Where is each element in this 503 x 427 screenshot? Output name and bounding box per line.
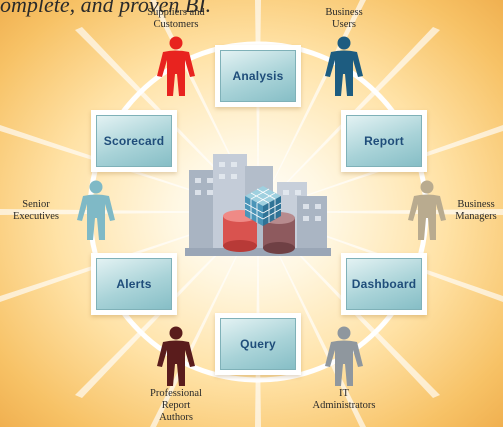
tagline-text: omplete, and proven BI. bbox=[0, 0, 212, 17]
it-administrators-person-icon bbox=[322, 326, 366, 388]
business-users-person-icon bbox=[322, 36, 366, 98]
analysis-label: Analysis bbox=[232, 69, 284, 83]
business-managers-person-icon bbox=[405, 180, 449, 242]
report-label: Report bbox=[364, 134, 404, 148]
suppliers-customers-person-icon bbox=[154, 36, 198, 98]
olap-cube-icon bbox=[244, 186, 282, 226]
query-label: Query bbox=[240, 337, 276, 351]
alerts-module: Alerts bbox=[91, 253, 177, 315]
senior-executives-person-icon bbox=[74, 180, 118, 242]
alerts-label: Alerts bbox=[116, 277, 152, 291]
scorecard-label: Scorecard bbox=[103, 134, 165, 148]
report-module: Report bbox=[341, 110, 427, 172]
scorecard-module: Scorecard bbox=[91, 110, 177, 172]
dashboard-module: Dashboard bbox=[341, 253, 427, 315]
dashboard-label: Dashboard bbox=[351, 277, 417, 291]
query-module: Query bbox=[215, 313, 301, 375]
analysis-module: Analysis bbox=[215, 45, 301, 107]
data-warehouse-icon bbox=[185, 154, 331, 256]
professional-report-authors-person-icon bbox=[154, 326, 198, 388]
